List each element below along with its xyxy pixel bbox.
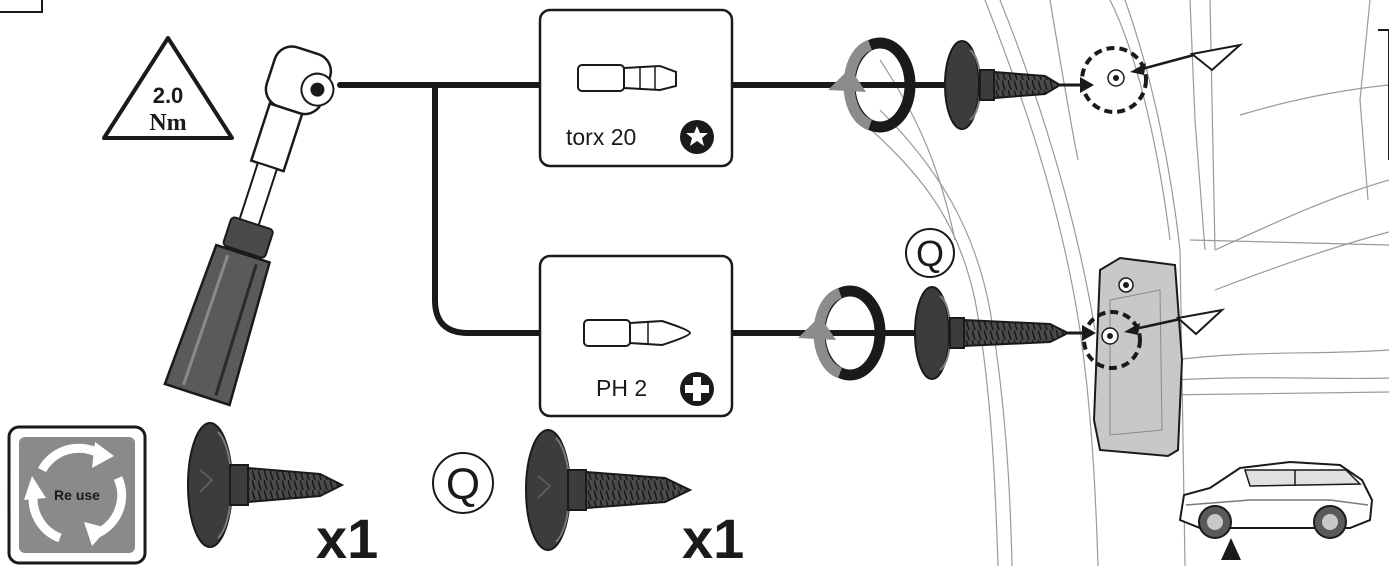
target-hole-middle <box>1082 310 1142 370</box>
new-part-symbol: Q <box>916 233 944 274</box>
phillips-bit-illustration <box>583 319 692 347</box>
torx-bit-illustration <box>577 64 677 92</box>
phillips-label: PH 2 <box>596 375 647 401</box>
pointer-arrow-middle <box>1124 308 1226 336</box>
new-part-marker-bottom: Q <box>432 452 494 514</box>
pointer-arrow-top <box>1130 43 1244 75</box>
quantity-reused: x1 <box>316 507 378 566</box>
vehicle-body-illustration <box>859 0 1389 566</box>
rotation-arrow-bottom <box>798 285 886 381</box>
torx-label: torx 20 <box>566 124 636 150</box>
screw-top <box>944 40 1062 130</box>
torque-value: 2.0 <box>153 83 184 108</box>
vehicle-location-thumbnail <box>1178 460 1374 560</box>
mud-flap-panel <box>1092 256 1184 458</box>
phillips-bit-box: PH 2 <box>538 254 734 418</box>
screw-new <box>525 429 693 551</box>
torx-star-icon <box>680 120 714 154</box>
target-hole-top <box>1080 46 1148 114</box>
quantity-new: x1 <box>682 507 744 566</box>
new-part-symbol-bottom: Q <box>446 460 480 509</box>
reuse-label: Re use <box>54 487 100 503</box>
torx-bit-box: torx 20 <box>538 8 734 168</box>
phillips-cross-icon <box>680 372 714 406</box>
frame-edge <box>1378 29 1389 160</box>
frame-corner <box>0 0 43 13</box>
screw-middle <box>914 286 1071 380</box>
screw-reused <box>187 422 345 548</box>
rotation-arrow-top <box>828 37 916 133</box>
torque-warning-triangle: 2.0 Nm <box>102 36 234 140</box>
torque-screwdriver <box>163 45 335 407</box>
new-part-marker-mid: Q <box>905 228 955 278</box>
location-pointer-icon <box>1221 538 1241 560</box>
reuse-badge: Re use <box>7 425 147 565</box>
torque-unit: Nm <box>149 110 186 136</box>
